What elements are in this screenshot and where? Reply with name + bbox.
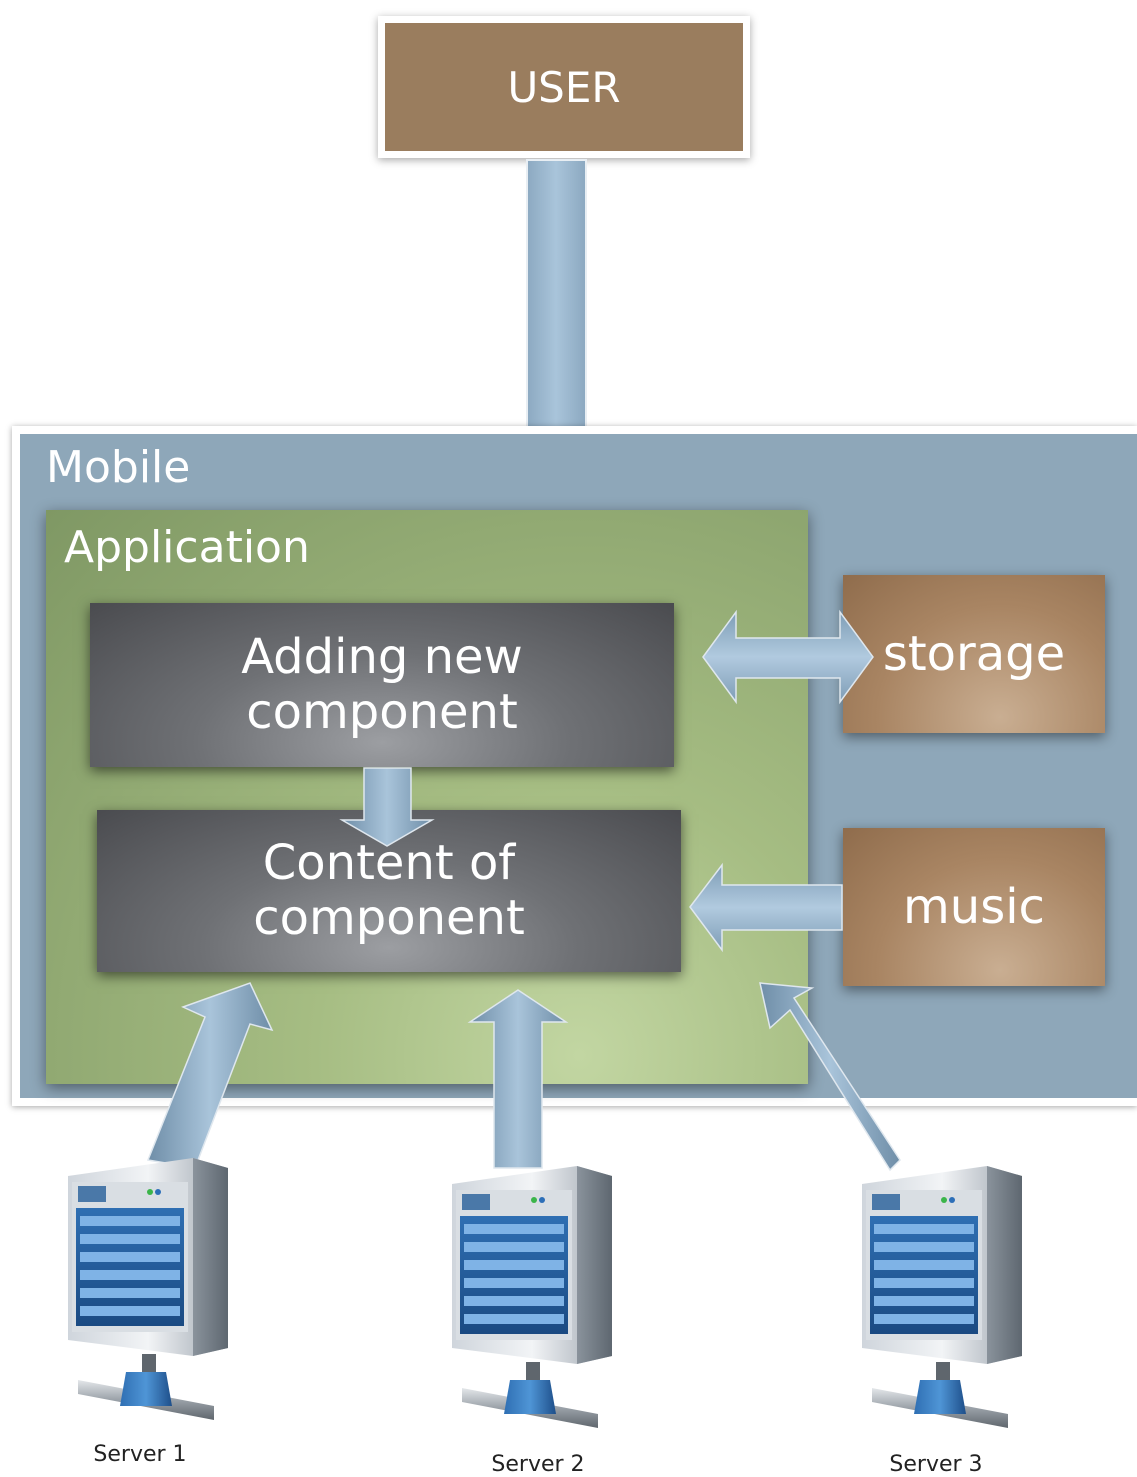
music-label: music xyxy=(903,879,1045,935)
server2-icon xyxy=(452,1166,612,1428)
music-block: music xyxy=(843,828,1105,986)
application-label: Application xyxy=(64,522,310,573)
music-to-content-arrow xyxy=(689,862,843,953)
adding-new-component-label: Adding new component xyxy=(241,628,523,740)
content-of-component-label: Content of component xyxy=(253,834,525,946)
user-box: USER xyxy=(378,16,750,158)
server1-to-content-arrow xyxy=(146,982,274,1169)
mobile-label: Mobile xyxy=(46,442,191,493)
server2-to-content-arrow xyxy=(467,989,569,1169)
adding-new-component-block: Adding new component xyxy=(90,603,674,767)
adding-to-content-arrow xyxy=(339,767,435,847)
storage-adding-double-arrow xyxy=(702,609,874,705)
storage-label: storage xyxy=(882,626,1066,682)
storage-block: storage xyxy=(843,575,1105,733)
user-label: USER xyxy=(385,23,743,151)
server1-icon xyxy=(68,1158,228,1420)
server3-to-application-arrow xyxy=(759,982,901,1172)
server1-label: Server 1 xyxy=(93,1442,187,1467)
server3-icon xyxy=(862,1166,1022,1428)
server3-label: Server 3 xyxy=(889,1452,983,1477)
server2-label: Server 2 xyxy=(491,1452,585,1477)
